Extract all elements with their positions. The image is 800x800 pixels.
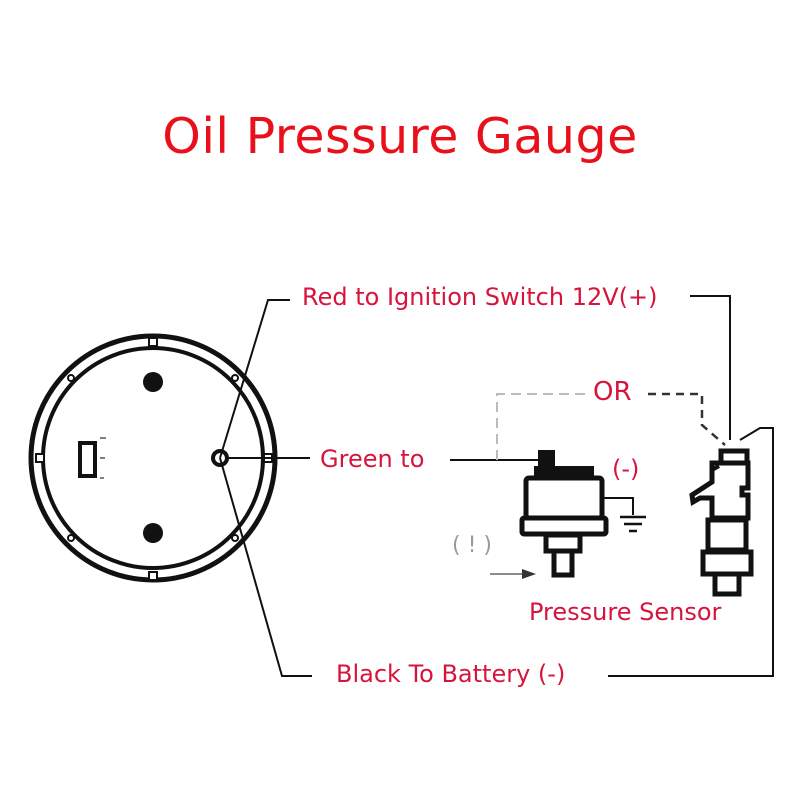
green-wire-label: Green to xyxy=(320,445,425,473)
pressure-sensor xyxy=(689,448,754,597)
or-label: OR xyxy=(593,377,632,407)
pressure-sensor-label: Pressure Sensor xyxy=(529,598,722,626)
gauge-wires xyxy=(219,295,774,677)
black-wire-to-sensor xyxy=(608,427,774,677)
socket-marks xyxy=(100,437,106,479)
diagram-title: Oil Pressure Gauge xyxy=(162,108,638,165)
red-wire-line xyxy=(219,299,290,459)
oil-pressure-switch xyxy=(519,450,646,578)
warning-arrow xyxy=(490,569,536,579)
mount-hole-top xyxy=(143,372,163,392)
warning-label: ( ! ) xyxy=(452,533,492,558)
red-wire-label: Red to Ignition Switch 12V(+) xyxy=(302,283,658,311)
ground-label: (-) xyxy=(612,455,640,483)
illumination-socket xyxy=(78,441,97,478)
gauge-back xyxy=(28,333,278,583)
or-dashed-path xyxy=(496,392,726,460)
mount-hole-bottom xyxy=(143,523,163,543)
red-wire-to-sensor xyxy=(690,295,731,440)
black-wire-label: Black To Battery (-) xyxy=(336,660,566,688)
black-wire-line xyxy=(219,457,312,677)
